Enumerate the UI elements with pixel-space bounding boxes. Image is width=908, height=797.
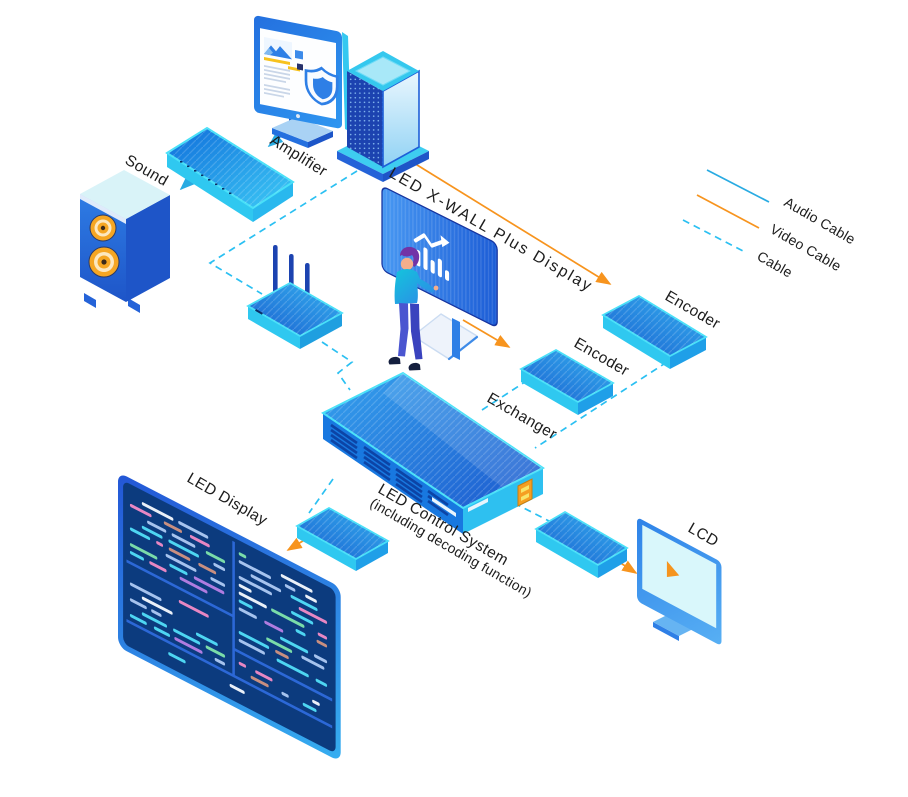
person-shoe-right [408, 362, 421, 371]
speaker-cone-top [89, 214, 117, 242]
monitor-screen-content [264, 36, 339, 119]
led-xwall-display [381, 187, 498, 361]
computer-tower [337, 51, 429, 182]
led-code-lines [129, 502, 328, 713]
led-control-box-1 [295, 506, 390, 571]
network-exchanger [321, 371, 545, 534]
person-leg-right [410, 303, 423, 360]
amplifier-ports [180, 161, 232, 195]
cable-encoder-top-to-exchanger [534, 361, 668, 449]
led-display-panel [118, 475, 341, 759]
amplifier-device [165, 126, 295, 222]
person-torso [394, 269, 435, 304]
exchanger-port [517, 478, 533, 507]
encoder-top [601, 294, 708, 369]
legend-cable-line [682, 219, 746, 253]
person-figure [388, 246, 439, 371]
exchanger-slot [432, 497, 456, 517]
encoder-mid [519, 348, 615, 415]
video-cable-wall-to-encoder [462, 319, 511, 348]
cable-encoder-mid-to-exchanger [481, 379, 529, 411]
person-hand [433, 285, 439, 291]
speaker-cone-bottom [88, 246, 120, 278]
legend-video-line [696, 194, 760, 229]
legend: Audio Cable Video Cable Cable [682, 169, 858, 281]
lcd-monitor [637, 518, 722, 645]
sound-speaker [80, 170, 170, 313]
cable-exchanger-to-box2 [513, 502, 550, 522]
wifi-router [246, 245, 344, 349]
legend-audio-line [706, 169, 770, 203]
exchanger-slot-right [468, 498, 488, 512]
cable-router-to-exchanger [321, 341, 354, 391]
cable-tower-to-router [208, 170, 358, 295]
person-leg-left [398, 303, 409, 357]
person-head [400, 257, 414, 271]
person-hair [400, 246, 420, 267]
shield-icon [304, 66, 339, 106]
trend-chart-icon [413, 233, 450, 281]
person-shoe-left [388, 356, 401, 365]
legend-label-cable: Cable [755, 248, 796, 281]
video-cable-tower-to-encoder [408, 159, 612, 285]
cable-exchanger-to-box1 [308, 478, 334, 514]
led-control-box-2 [534, 510, 629, 578]
play-icon [666, 560, 680, 577]
computer-monitor [254, 15, 351, 148]
display-floor-base [412, 313, 478, 360]
